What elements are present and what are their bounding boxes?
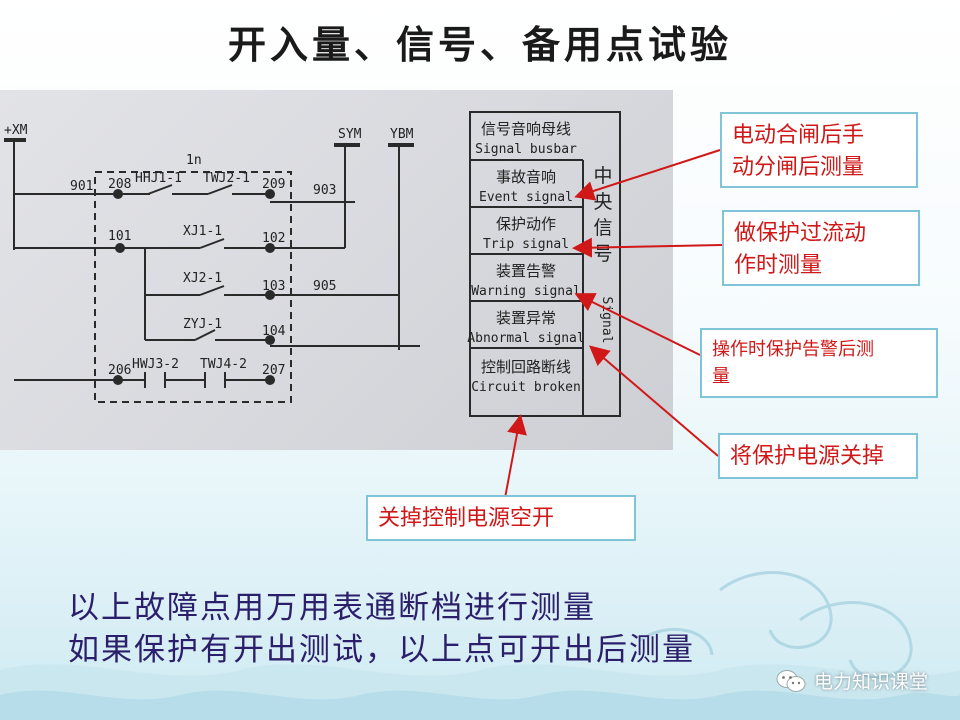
central-char-1: 央	[593, 191, 612, 213]
contact-twj4: TWJ4-2	[200, 357, 247, 372]
signal-0-en: Signal busbar	[475, 142, 577, 157]
central-char-2: 信	[593, 217, 612, 239]
signal-0-zh: 信号音响母线	[481, 120, 571, 138]
node-903: 903	[313, 183, 336, 198]
contact-hwj3: HWJ3-2	[132, 357, 179, 372]
node-103: 103	[262, 279, 285, 294]
callout-alarm-line1: 操作时保护告警后测	[712, 339, 874, 360]
brand-name: 电力知识课堂	[813, 671, 928, 693]
signal-5-en: Circuit broken	[471, 380, 581, 395]
node-901: 901	[70, 179, 93, 194]
arrow-c3	[574, 293, 701, 356]
callout-overcurrent: 做保护过流动 作时测量	[722, 210, 920, 286]
contact-hhj: HHJ1-1	[135, 171, 182, 186]
node-102: 102	[262, 231, 285, 246]
signal-2-en: Trip signal	[483, 237, 569, 252]
bus-sym-label: SYM	[338, 127, 362, 142]
callout-auto-close-line2: 动分闸后测量	[732, 155, 865, 180]
signal-5-zh: 控制回路断线	[481, 358, 571, 376]
bus-xm-label: +XM	[4, 123, 28, 138]
callout-auto-close: 电动合闸后手 动分闸后测量	[720, 112, 918, 188]
brand: 电力知识课堂	[776, 667, 928, 694]
callout-power-off-text: 将保护电源关掉	[730, 444, 885, 469]
wiring-diagram: +XM SYM YBM 1n 901 208 209 903 101 102 1…	[4, 111, 621, 417]
signal-1-zh: 事故音响	[496, 168, 556, 186]
callout-control-breaker: 关掉控制电源空开	[366, 495, 636, 541]
diagram-photo: +XM SYM YBM 1n 901 208 209 903 101 102 1…	[0, 90, 673, 450]
node-101: 101	[108, 229, 131, 244]
arrow-c1	[574, 149, 721, 201]
callout-auto-close-line1: 电动合闸后手	[732, 123, 865, 148]
node-207: 207	[262, 363, 285, 378]
signal-2-zh: 保护动作	[496, 215, 556, 233]
callout-overcurrent-line2: 作时测量	[734, 253, 823, 278]
contact-xj1: XJ1-1	[183, 224, 222, 239]
arrow-c5	[504, 414, 527, 499]
node-104: 104	[262, 324, 286, 339]
callout-alarm: 操作时保护告警后测 量	[700, 328, 938, 398]
arrow-c4	[588, 345, 719, 457]
node-209: 209	[262, 177, 285, 192]
contact-zyj: ZYJ-1	[183, 317, 222, 332]
callout-power-off: 将保护电源关掉	[718, 433, 918, 479]
arrow-c2	[572, 237, 723, 258]
contact-xj2: XJ2-1	[183, 271, 222, 286]
signal-3-en: Warning signal	[471, 284, 581, 299]
callout-alarm-line2: 量	[712, 366, 730, 387]
node-905: 905	[313, 279, 336, 294]
footer-line-1: 以上故障点用万用表通断档进行测量	[68, 590, 596, 626]
signal-4-zh: 装置异常	[496, 309, 556, 327]
signal-4-en: Abnormal signal	[467, 331, 584, 346]
bus-ybm-label: YBM	[390, 127, 414, 142]
callout-control-breaker-text: 关掉控制电源空开	[378, 506, 555, 531]
node-206: 206	[108, 363, 131, 378]
callout-overcurrent-line1: 做保护过流动	[734, 221, 867, 246]
signal-1-en: Event signal	[479, 190, 573, 205]
contact-twj2: TWJ2-1	[203, 171, 250, 186]
footer-line-2: 如果保护有开出测试，以上点可开出后测量	[68, 632, 695, 668]
wave-decoration	[0, 571, 960, 720]
box-label: 1n	[186, 153, 202, 168]
signal-3-zh: 装置告警	[496, 262, 556, 280]
page-title: 开入量、信号、备用点试验	[227, 22, 732, 67]
central-char-0: 中	[593, 165, 612, 187]
node-208: 208	[108, 177, 131, 192]
wechat-icon	[776, 669, 806, 692]
